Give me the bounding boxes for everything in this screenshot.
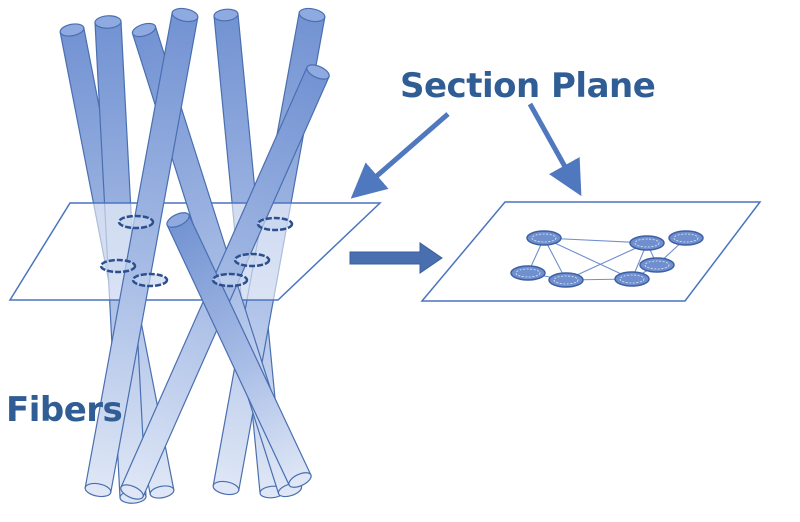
- fiber-cross-sections: [99, 214, 294, 288]
- fibers-label: Fibers: [6, 390, 123, 430]
- network-node-6: [614, 271, 650, 287]
- network-node-3: [668, 230, 704, 246]
- network-nodes: [510, 230, 704, 288]
- transform-arrow: [349, 242, 443, 274]
- network-node-7: [639, 257, 675, 273]
- cross-section-2: [99, 258, 137, 274]
- cross-section-4: [211, 272, 249, 288]
- section-plane-arrow-right: [527, 102, 582, 197]
- cross-section-1: [117, 214, 155, 230]
- network-node-1: [526, 230, 562, 246]
- section-plane-label: Section Plane: [400, 66, 656, 106]
- section-plane-arrow-left: [350, 112, 450, 199]
- network-node-5: [548, 272, 584, 288]
- cross-section-3: [131, 272, 169, 288]
- fiber-4: [84, 7, 199, 498]
- network-node-2: [629, 235, 665, 251]
- section-plane-right: [420, 201, 762, 302]
- fibers-front-layer: [84, 7, 330, 500]
- cross-section-6: [256, 216, 294, 232]
- network-node-4: [510, 265, 546, 281]
- cross-section-5: [233, 252, 271, 268]
- fiber-8: [166, 212, 312, 488]
